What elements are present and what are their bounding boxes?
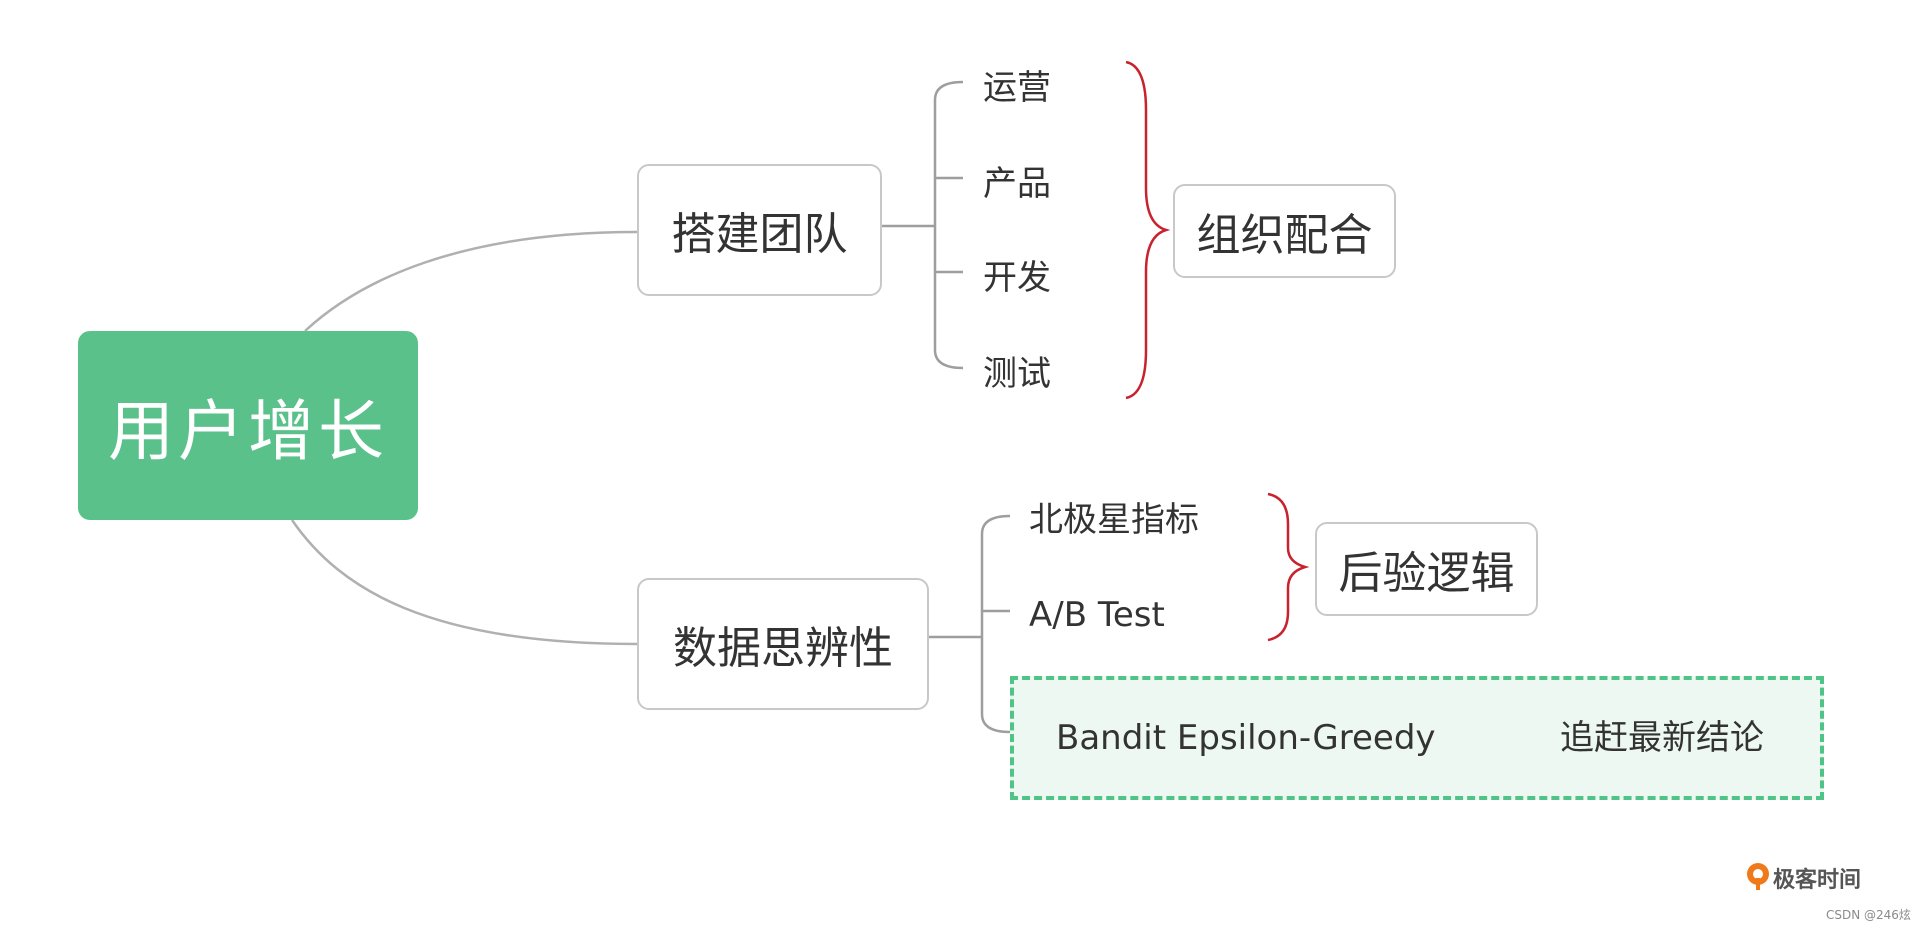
highlight-box xyxy=(1010,676,1824,800)
summary-node-team: 组织配合 xyxy=(1173,184,1396,278)
branch-node-team: 搭建团队 xyxy=(637,164,882,296)
summary-label-team: 组织配合 xyxy=(1196,210,1373,261)
leaf-item-dev: 开发 xyxy=(983,258,1051,298)
leaf-item-ab-test: A/B Test xyxy=(1029,595,1165,635)
geektime-logo-icon xyxy=(1747,863,1769,890)
root-label: 用户增长 xyxy=(108,392,388,470)
brand-logo-text: 极客时间 xyxy=(1773,868,1862,893)
connector-root-team xyxy=(304,230,638,332)
highlight-right-label: 追赶最新结论 xyxy=(1560,718,1764,758)
summary-label-data: 后验逻辑 xyxy=(1338,548,1515,599)
connector-data-bracket xyxy=(980,514,1011,734)
leaf-item-ops: 运营 xyxy=(983,68,1051,108)
brace-team xyxy=(1125,60,1171,400)
root-node: 用户增长 xyxy=(78,331,418,520)
brand-logo: 极客时间 xyxy=(1745,862,1861,894)
connector-root-data xyxy=(290,519,638,646)
highlight-left-label: Bandit Epsilon-Greedy xyxy=(1056,718,1436,758)
branch-label-data: 数据思辨性 xyxy=(673,623,893,674)
leaf-item-test: 测试 xyxy=(983,354,1051,394)
leaf-item-north-star: 北极星指标 xyxy=(1029,500,1199,540)
branch-label-team: 搭建团队 xyxy=(671,209,848,260)
leaf-item-product: 产品 xyxy=(983,164,1051,204)
csdn-watermark: CSDN @246炫 xyxy=(1826,908,1911,922)
summary-node-data: 后验逻辑 xyxy=(1315,522,1538,616)
connector-team-bracket xyxy=(933,80,964,370)
brace-data xyxy=(1267,492,1310,642)
branch-node-data: 数据思辨性 xyxy=(637,578,929,710)
